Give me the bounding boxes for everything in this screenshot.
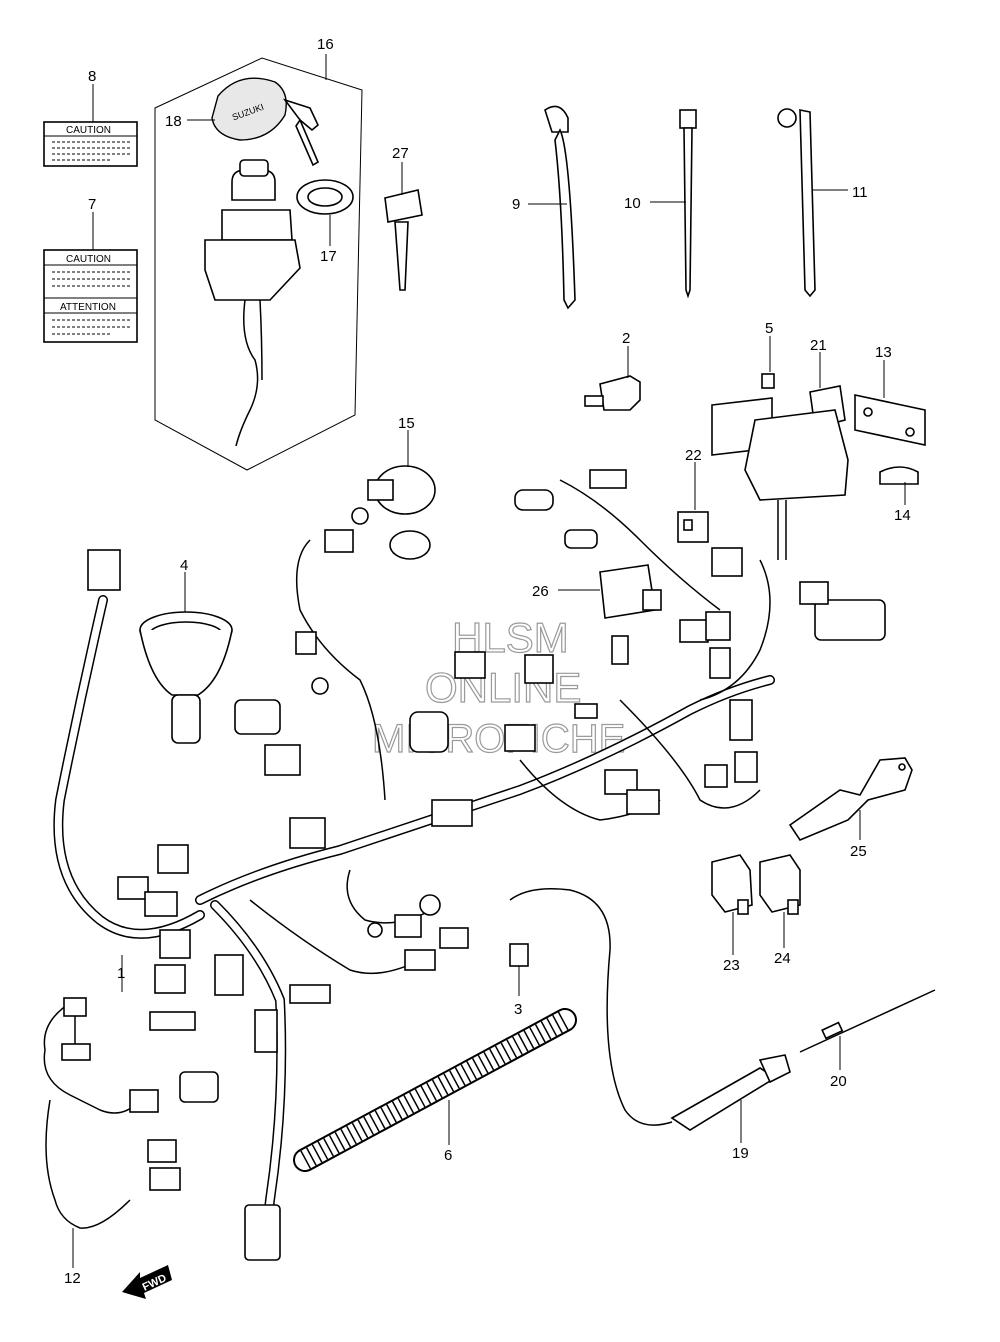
callout-17: 17 bbox=[320, 248, 337, 265]
relay-26 bbox=[599, 564, 662, 619]
callout-16: 16 bbox=[317, 36, 334, 53]
callout-18: 18 bbox=[165, 113, 182, 130]
watermark-line2: ONLINE bbox=[425, 664, 581, 711]
callout-2: 2 bbox=[622, 330, 630, 347]
spring-20 bbox=[799, 989, 936, 1053]
fuse-5 bbox=[761, 373, 775, 389]
sub-harness-12 bbox=[43, 997, 181, 1229]
attention-decal-label: ATTENTION bbox=[60, 302, 116, 313]
ignition-switch-kit: SUZUKI bbox=[154, 57, 363, 471]
cable-tie-11 bbox=[777, 108, 816, 298]
callout-21: 21 bbox=[810, 337, 827, 354]
bracket-25 bbox=[788, 757, 913, 841]
callout-11: 11 bbox=[852, 184, 868, 201]
caution-decal-small-label: CAUTION bbox=[66, 125, 111, 136]
callout-4: 4 bbox=[180, 557, 188, 574]
cable-tie-9 bbox=[544, 105, 576, 310]
callout-14: 14 bbox=[894, 507, 911, 524]
fwd-arrow: FWD bbox=[122, 1265, 172, 1299]
callout-13: 13 bbox=[875, 344, 892, 361]
sensor-19 bbox=[509, 888, 791, 1131]
callout-10: 10 bbox=[624, 195, 641, 212]
callout-27: 27 bbox=[392, 145, 409, 162]
main-harness-1 bbox=[53, 469, 886, 1261]
switch-15 bbox=[351, 465, 436, 560]
connector-23 bbox=[711, 854, 753, 915]
caution-decal-small: CAUTION bbox=[43, 121, 138, 167]
fwd-label: FWD bbox=[141, 1272, 169, 1293]
ignition-key bbox=[384, 189, 423, 291]
grommet-4 bbox=[139, 611, 233, 744]
fuse-box bbox=[711, 397, 849, 560]
callout-23: 23 bbox=[723, 957, 740, 974]
callout-numbers: 1 2 3 4 5 6 7 8 9 10 11 12 13 14 15 16 1… bbox=[64, 36, 911, 1287]
callout-26: 26 bbox=[532, 583, 549, 600]
callout-25: 25 bbox=[850, 843, 867, 860]
clamp-14 bbox=[879, 466, 919, 485]
callout-24: 24 bbox=[774, 950, 791, 967]
callout-19: 19 bbox=[732, 1145, 749, 1162]
callout-20: 20 bbox=[830, 1073, 847, 1090]
callout-7: 7 bbox=[88, 196, 96, 213]
terminal-cap-2 bbox=[584, 375, 641, 411]
callout-6: 6 bbox=[444, 1147, 452, 1164]
callout-12: 12 bbox=[64, 1270, 81, 1287]
callout-22: 22 bbox=[685, 447, 702, 464]
connector-22 bbox=[677, 511, 709, 543]
cap-3 bbox=[509, 943, 529, 967]
callout-1: 1 bbox=[117, 965, 125, 982]
corrugated-tube-6 bbox=[293, 1008, 577, 1172]
cable-tie-10 bbox=[679, 109, 697, 299]
connector-24 bbox=[759, 854, 801, 915]
callout-8: 8 bbox=[88, 68, 96, 85]
callout-leaders bbox=[72, 54, 906, 1268]
caution-decal-label: CAUTION bbox=[66, 254, 111, 265]
caution-attention-decal: CAUTION ATTENTION bbox=[43, 249, 138, 343]
callout-5: 5 bbox=[765, 320, 773, 337]
callout-9: 9 bbox=[512, 196, 520, 213]
bracket-13 bbox=[854, 394, 926, 446]
callout-15: 15 bbox=[398, 415, 415, 432]
callout-3: 3 bbox=[514, 1001, 522, 1018]
